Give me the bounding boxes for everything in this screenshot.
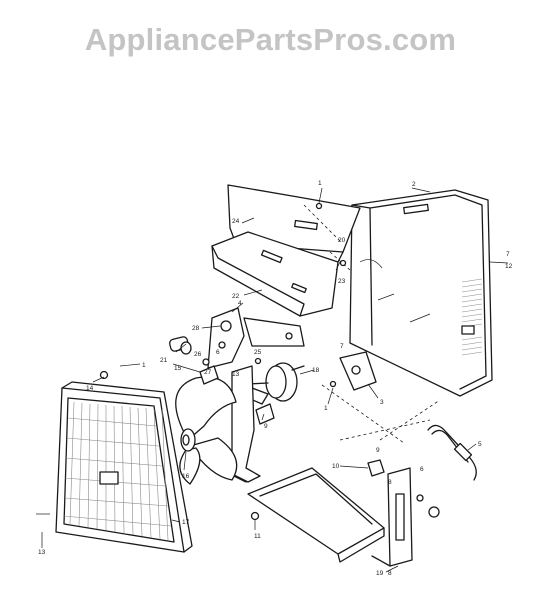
callout-11: 11	[254, 533, 261, 540]
callout-7-right: 7	[506, 251, 510, 258]
callout-22: 22	[232, 293, 240, 300]
callout-26: 26	[194, 351, 202, 358]
alignment-lines	[303, 204, 441, 444]
drain-pan	[247, 467, 385, 563]
callout-14: 14	[86, 385, 94, 392]
capacitor	[169, 336, 219, 385]
callout-18: 18	[312, 367, 320, 374]
fan-bracket	[231, 365, 261, 483]
motor-bracket	[207, 307, 305, 369]
callout-1-top: 1	[318, 180, 322, 187]
callout-5: 5	[478, 441, 482, 448]
callout-12: 12	[505, 263, 513, 270]
thermostat-knob	[255, 403, 275, 425]
callout-19: 19	[376, 570, 384, 577]
fan-motor	[247, 362, 305, 405]
callout-7-center: 7	[340, 343, 344, 350]
callout-8-bottom: 8	[388, 570, 392, 577]
mounting-rail	[371, 467, 413, 567]
cabinet-wrapper	[349, 189, 493, 397]
callout-28: 28	[192, 325, 200, 332]
callout-10: 10	[332, 463, 340, 470]
callout-8: 8	[388, 479, 392, 486]
leader-lines	[36, 187, 509, 573]
callout-9-center: 9	[264, 423, 268, 430]
callout-1-left: 1	[142, 362, 146, 369]
callout-27: 27	[204, 369, 212, 376]
callout-3: 3	[380, 399, 384, 406]
power-cord	[427, 424, 477, 481]
callout-21: 21	[160, 357, 168, 364]
callout-16: 16	[182, 473, 190, 480]
callout-13: 13	[232, 371, 240, 378]
callout-6-right: 6	[420, 466, 424, 473]
callout-9-right: 9	[376, 447, 380, 454]
control-bracket	[339, 351, 377, 391]
fan-blade	[175, 376, 238, 485]
watermark: AppliancePartsPros.com	[84, 22, 457, 57]
callout-24: 24	[232, 218, 240, 225]
callout-23: 23	[338, 278, 346, 285]
callout-17: 17	[182, 519, 190, 526]
front-grille	[55, 381, 193, 553]
callout-13-bottom: 13	[38, 549, 46, 556]
callout-4: 4	[238, 300, 242, 307]
callout-labels: 1 2 24 7 12 20 23 22 4 28 1 14 21 26 27 …	[38, 180, 513, 577]
callout-2: 2	[412, 181, 416, 188]
callout-6-left: 6	[216, 349, 220, 356]
callout-15: 15	[174, 365, 182, 372]
fasteners	[99, 202, 440, 521]
callout-1-mid: 1	[324, 405, 328, 412]
switch	[367, 459, 385, 477]
callout-20: 20	[338, 237, 346, 244]
partition-base	[211, 231, 339, 317]
callout-25: 25	[254, 349, 262, 356]
